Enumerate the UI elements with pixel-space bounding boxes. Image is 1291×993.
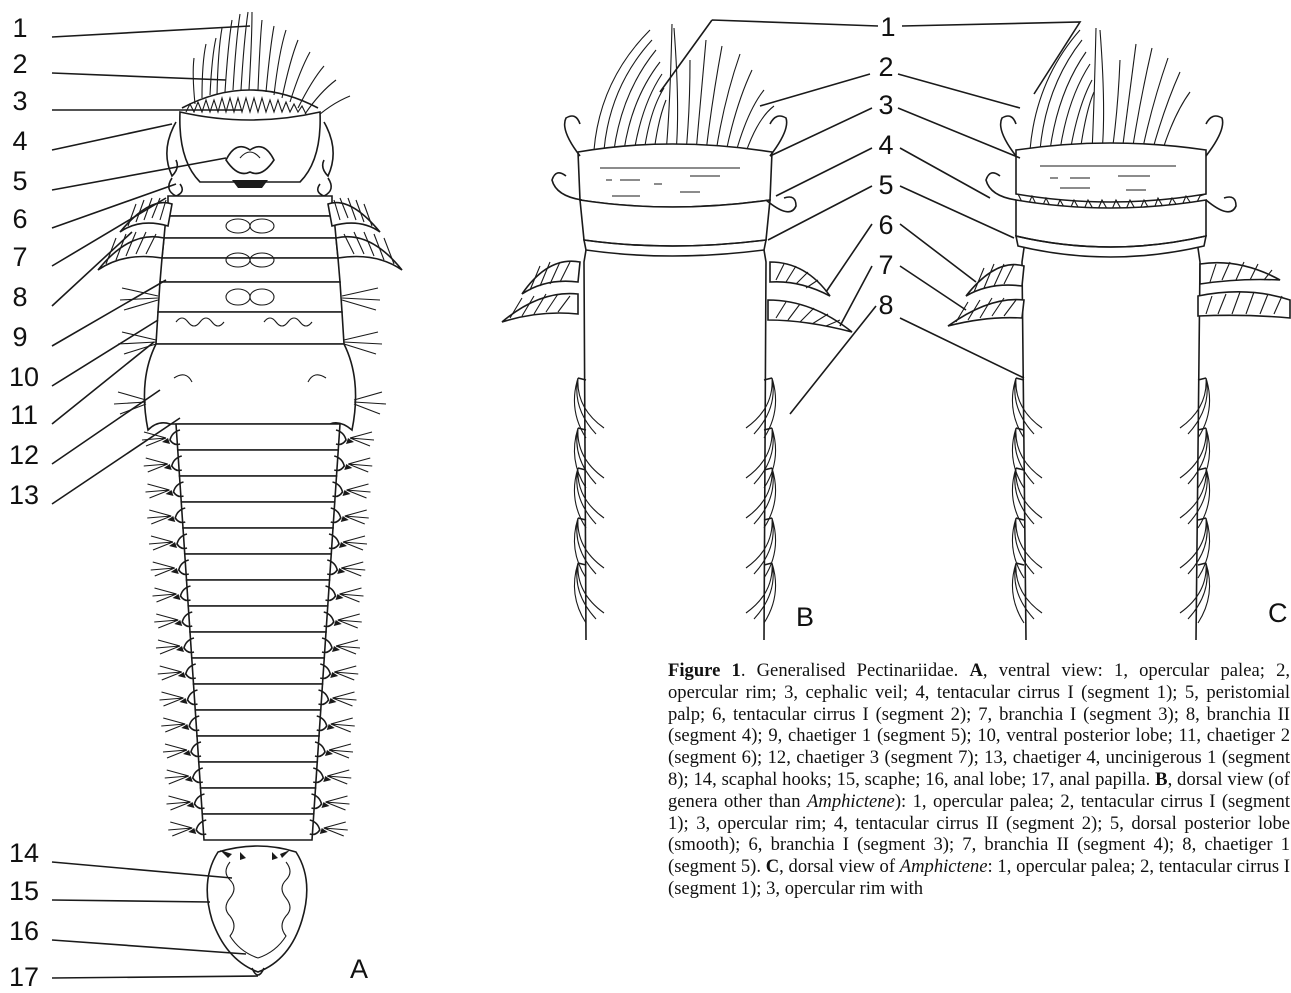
ventral-posterior-lobe-a (144, 344, 355, 430)
panel-b-dorsal-view (502, 24, 852, 640)
callout-bc-5: 5 (878, 170, 893, 200)
trunk-segments-a (142, 424, 374, 840)
callout-a-2: 2 (12, 49, 27, 79)
chaetae-c (1012, 378, 1209, 623)
callout-a-8: 8 (12, 282, 27, 312)
caption-c-italic: Amphictene (900, 856, 988, 877)
opercular-rim-b (578, 144, 772, 207)
panel-label-b: B (796, 602, 814, 632)
scaphe-a (207, 846, 307, 972)
caption-intro: . Generalised Pectinariidae. (741, 660, 970, 681)
callout-bc-1: 1 (880, 12, 895, 42)
opercular-palea-c (1030, 28, 1190, 152)
callout-a-12: 12 (9, 440, 39, 470)
callout-a-7: 7 (12, 242, 27, 272)
caption-b-italic: Amphictene (807, 791, 895, 812)
callout-a-3: 3 (12, 86, 27, 116)
callout-numbers-a: 1 2 3 4 5 6 7 8 9 10 11 12 13 14 15 16 1… (9, 13, 39, 992)
callout-a-10: 10 (9, 362, 39, 392)
caption-b-label: B (1155, 769, 1167, 790)
callout-a-11: 11 (10, 400, 38, 430)
callout-bc-6: 6 (878, 210, 893, 240)
callout-a-5: 5 (12, 166, 27, 196)
callout-a-14: 14 (9, 838, 39, 868)
caption-c-text-1: , dorsal view of (779, 856, 900, 877)
callout-a-13: 13 (9, 480, 39, 510)
callout-a-16: 16 (9, 916, 39, 946)
panel-label-c: C (1268, 598, 1288, 628)
callout-a-6: 6 (12, 204, 27, 234)
callout-numbers-b-c: 1 2 3 4 5 6 7 8 (878, 12, 895, 320)
panel-label-a: A (350, 954, 368, 984)
callout-a-15: 15 (9, 876, 39, 906)
opercular-palea-b (594, 24, 774, 152)
panel-a-ventral-view (98, 12, 402, 975)
callout-bc-4: 4 (878, 130, 893, 160)
callout-a-9: 9 (12, 322, 27, 352)
panel-c-dorsal-view-amphictene (948, 28, 1290, 640)
caption-a-label: A (969, 660, 982, 681)
caption-c-label: C (766, 856, 779, 877)
callout-bc-3: 3 (878, 90, 893, 120)
callout-a-4: 4 (12, 126, 27, 156)
caption-title: Figure 1 (668, 660, 741, 681)
callout-a-1: 1 (12, 13, 27, 43)
opercular-rim-c (1016, 143, 1206, 202)
figure-caption: Figure 1. Generalised Pectinariidae. A , … (668, 660, 1290, 993)
callout-bc-7: 7 (878, 250, 893, 280)
callout-bc-2: 2 (878, 52, 893, 82)
callout-a-17: 17 (9, 962, 39, 992)
chaetae-b (574, 378, 775, 623)
callout-bc-8: 8 (878, 290, 893, 320)
